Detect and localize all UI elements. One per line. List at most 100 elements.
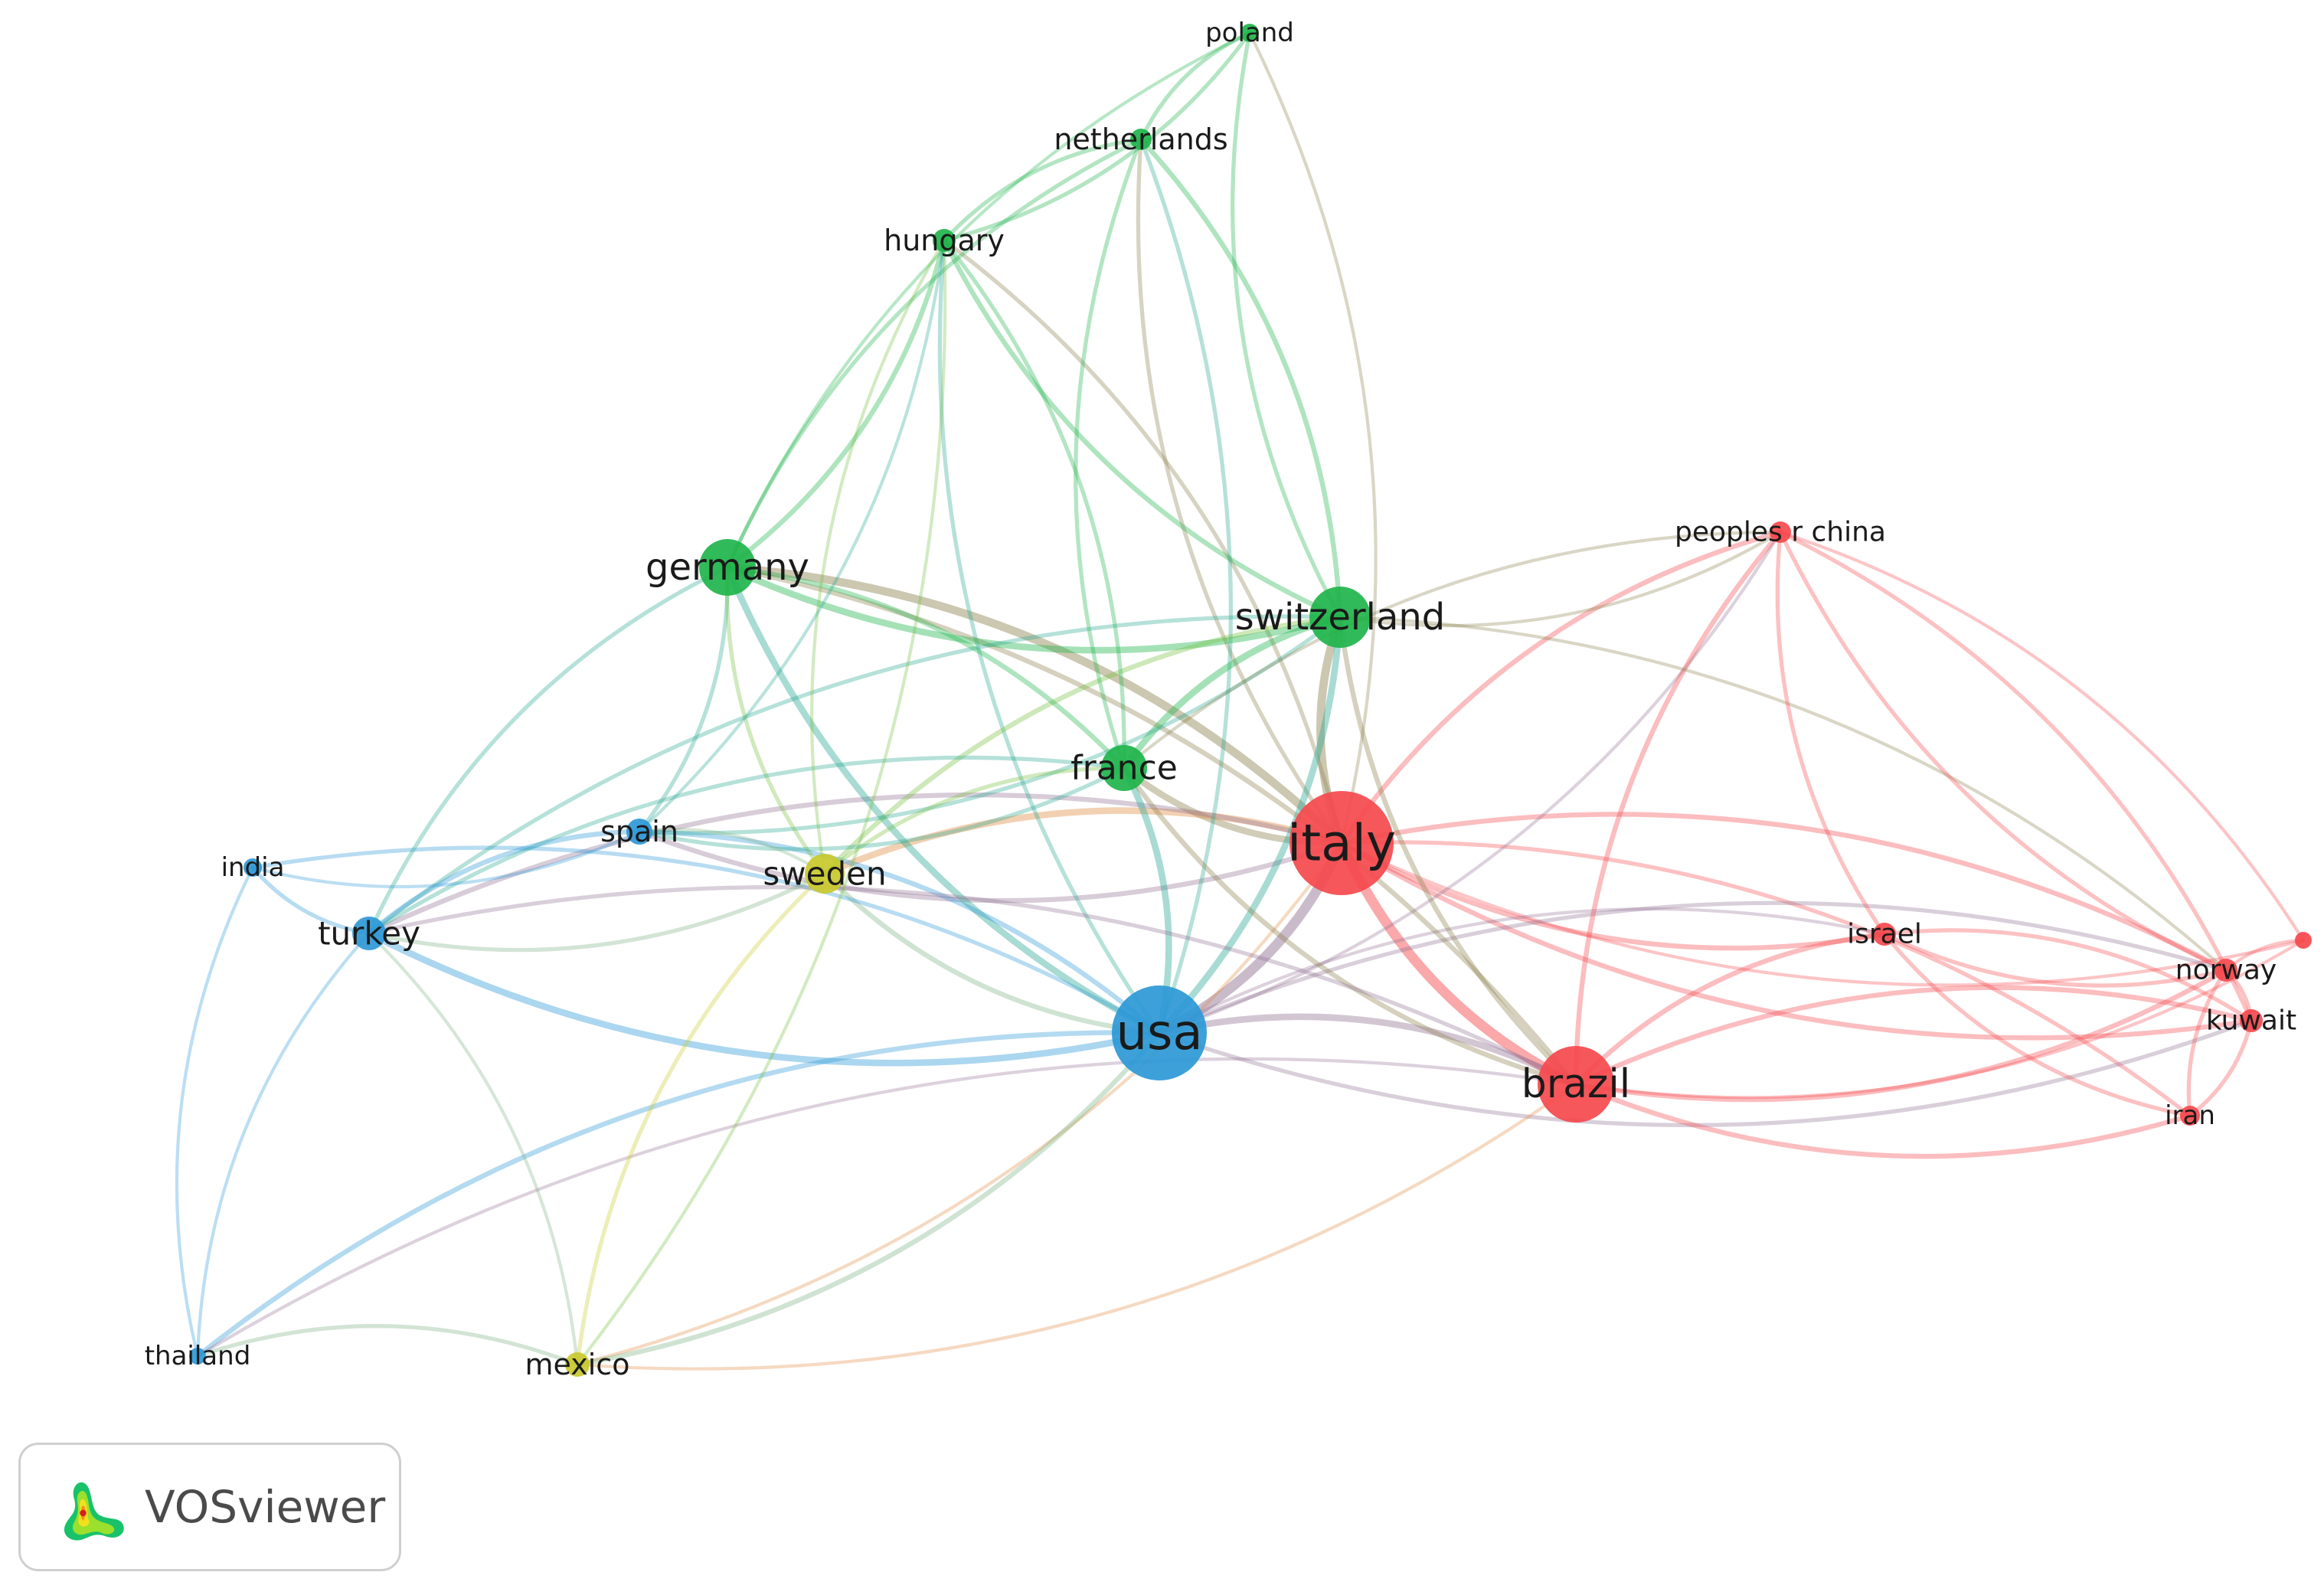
node-unlabeled[interactable] (2295, 932, 2312, 949)
node-label-turkey: turkey (318, 915, 420, 953)
node-label-spain: spain (600, 815, 678, 848)
edge-israel-kuwait (1882, 928, 2254, 1023)
edge-turkey-mexico (367, 931, 580, 1367)
edge-germany-netherlands (725, 137, 1143, 570)
node-usa[interactable] (1112, 985, 1207, 1080)
edge-peoples-r-china-israel (1775, 530, 1887, 936)
node-label-india: india (221, 852, 285, 883)
edge-switzerland-spain (637, 615, 1342, 835)
edge-usa-sweden (822, 871, 1162, 1036)
edge-italy-sweden (821, 807, 1345, 878)
edge-germany-france (724, 564, 1127, 771)
edge-thailand-mexico (195, 1324, 580, 1367)
edge-brazil-norway (1573, 967, 2229, 1103)
node-sweden[interactable] (805, 854, 845, 894)
node-label-hungary: hungary (884, 224, 1005, 257)
edge-germany-poland (725, 31, 1252, 570)
edge-usa-spain (636, 829, 1162, 1036)
node-label-sweden: sweden (763, 855, 886, 893)
node-india[interactable] (244, 858, 262, 877)
edge-usa-norway (1157, 900, 2228, 1035)
node-label-italy: italy (1287, 814, 1396, 873)
node-france[interactable] (1101, 745, 1147, 791)
node-label-mexico: mexico (525, 1348, 630, 1381)
edge-hungary-poland (942, 31, 1252, 243)
edge-usa-turkey (365, 930, 1163, 1067)
edge-italy-poland (1247, 31, 1378, 845)
edge-switzerland-peoples-r-china (1338, 530, 1783, 628)
edge-usa-brazil (1155, 1013, 1580, 1088)
node-label-brazil: brazil (1522, 1061, 1630, 1107)
edge-switzerland-turkey (367, 614, 1342, 936)
edge-brazil-france (1121, 765, 1579, 1087)
vosviewer-brand-box: VOSviewer (18, 1443, 401, 1571)
node-label-netherlands: netherlands (1054, 123, 1227, 156)
edge-italy-spain (636, 829, 1345, 904)
edge-italy-hungary (942, 238, 1344, 845)
node-kuwait[interactable] (2240, 1009, 2263, 1032)
edge-switzerland-netherlands (1138, 136, 1343, 620)
node-norway[interactable] (2215, 959, 2237, 982)
node-hungary[interactable] (933, 229, 956, 252)
edge-brazil-mexico (575, 1082, 1578, 1371)
node-iran[interactable] (2180, 1106, 2200, 1126)
edge-italy-germany (723, 563, 1346, 848)
edge-italy-iran (1339, 840, 2192, 1118)
edge-norway-iran (2186, 968, 2228, 1118)
edge-switzerland-germany (724, 564, 1344, 654)
edge-india-thailand (175, 865, 255, 1358)
node-germany[interactable] (699, 539, 756, 596)
edge-italy-turkey (366, 792, 1345, 936)
node-label-poland: poland (1205, 18, 1294, 48)
edge-sweden-hungary (810, 238, 946, 876)
edge-italy-netherlands (1136, 137, 1344, 845)
edge-sweden-turkey (367, 871, 827, 953)
node-label-norway: norway (2175, 955, 2277, 986)
node-label-iran: iran (2165, 1100, 2215, 1131)
edge-israel-norway (1882, 932, 2228, 988)
edge-brazil-iran (1573, 1081, 2193, 1159)
node-turkey[interactable] (352, 917, 386, 950)
edge-italy-kuwait (1339, 840, 2254, 1041)
node-switzerland[interactable] (1309, 587, 1371, 648)
node-netherlands[interactable] (1130, 129, 1152, 150)
edge-peoples-r-china-unlabeled (1778, 530, 2306, 943)
node-label-france: france (1070, 749, 1178, 788)
node-label-germany: germany (646, 546, 809, 589)
edge-peoples-r-china-kuwait (1778, 530, 2254, 1023)
edge-italy-unlabeled (1339, 841, 2306, 987)
edge-sweden-spain (637, 827, 827, 876)
edge-germany-turkey (367, 565, 730, 936)
node-thailand[interactable] (189, 1348, 206, 1365)
edge-france-spain (637, 766, 1126, 851)
node-peoples-r-china[interactable] (1770, 521, 1791, 543)
edge-usa-netherlands (1139, 137, 1233, 1035)
node-brazil[interactable] (1538, 1046, 1614, 1123)
edge-switzerland-sweden (822, 614, 1343, 877)
edge-brazil-israel (1573, 931, 1888, 1087)
node-label-usa: usa (1116, 1005, 1202, 1061)
nodes-layer (189, 24, 2312, 1377)
vosviewer-brand-name: VOSviewer (145, 1481, 386, 1533)
labels-layer: italyusabrazilswitzerlandgermanyfrancesw… (145, 18, 2296, 1381)
edge-usa-kuwait (1157, 1018, 2254, 1128)
edge-kuwait-iran (2188, 1018, 2254, 1118)
vosviewer-heatmap-logo-icon (64, 1482, 124, 1541)
node-spain[interactable] (626, 819, 652, 845)
edge-switzerland-poland (1231, 31, 1342, 619)
edge-brazil-germany (724, 564, 1579, 1087)
node-poland[interactable] (1240, 24, 1259, 42)
edge-france-peoples-r-china (1122, 530, 1783, 770)
edges-layer (175, 31, 2306, 1371)
node-israel[interactable] (1873, 923, 1896, 946)
node-label-israel: israel (1847, 919, 1922, 950)
edge-germany-sweden (724, 565, 827, 876)
node-label-kuwait: kuwait (2206, 1005, 2296, 1037)
edge-israel-iran (1882, 932, 2192, 1118)
node-mexico[interactable] (565, 1352, 590, 1377)
edge-spain-india (250, 829, 642, 889)
edge-brazil-turkey (367, 884, 1578, 1087)
edge-switzerland-france (1120, 613, 1344, 772)
node-italy[interactable] (1289, 791, 1394, 895)
